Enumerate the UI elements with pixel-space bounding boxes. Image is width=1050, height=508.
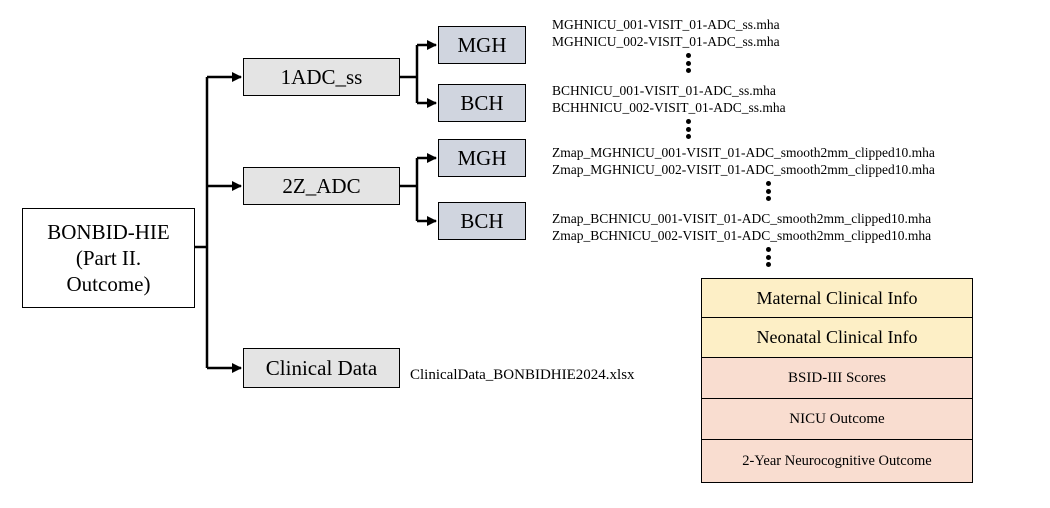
ellipsis-dots — [766, 247, 772, 270]
root-line-3: Outcome) — [66, 272, 151, 296]
root-node: BONBID-HIE (Part II. Outcome) — [22, 208, 195, 308]
z-adc-mgh-label: MGH — [457, 145, 507, 170]
bsid-scores-cell: BSID-III Scores — [701, 358, 973, 399]
adc-ss-mgh-label: MGH — [457, 32, 507, 57]
file-name: Zmap_MGHNICU_001-VISIT_01-ADC_smooth2mm_… — [552, 145, 935, 160]
clinical-data-file: ClinicalData_BONBIDHIE2024.xlsx — [410, 367, 635, 383]
ellipsis-dots — [686, 119, 692, 142]
ellipsis-dots — [686, 53, 692, 76]
z-adc-label: 2Z_ADC — [282, 173, 361, 198]
adc-ss-bch-label: BCH — [460, 90, 504, 115]
root-line-1: BONBID-HIE — [47, 220, 170, 244]
z-adc-node: 2Z_ADC — [243, 167, 400, 205]
file-name: MGHNICU_001-VISIT_01-ADC_ss.mha — [552, 17, 780, 32]
nicu-outcome-cell: NICU Outcome — [701, 399, 973, 440]
adc-ss-mgh-node: MGH — [438, 26, 526, 64]
file-name: BCHNICU_001-VISIT_01-ADC_ss.mha — [552, 83, 776, 98]
file-name: MGHNICU_002-VISIT_01-ADC_ss.mha — [552, 34, 780, 49]
adc-ss-node: 1ADC_ss — [243, 58, 400, 96]
z-adc-bch-node: BCH — [438, 202, 526, 240]
root-line-2: (Part II. — [75, 246, 142, 270]
maternal-info-cell: Maternal Clinical Info — [701, 278, 973, 318]
file-name: Zmap_BCHNICU_002-VISIT_01-ADC_smooth2mm_… — [552, 228, 932, 243]
two-year-outcome-cell: 2-Year Neurocognitive Outcome — [701, 440, 973, 483]
clinical-data-label: Clinical Data — [265, 355, 378, 380]
z-adc-bch-label: BCH — [460, 208, 504, 233]
file-name: BCHHNICU_002-VISIT_01-ADC_ss.mha — [552, 100, 786, 115]
adc-ss-bch-files: BCHNICU_001-VISIT_01-ADC_ss.mha BCHHNICU… — [552, 82, 786, 116]
z-adc-bch-files: Zmap_BCHNICU_001-VISIT_01-ADC_smooth2mm_… — [552, 210, 931, 244]
clinical-data-node: Clinical Data — [243, 348, 400, 388]
file-name: Zmap_BCHNICU_001-VISIT_01-ADC_smooth2mm_… — [552, 211, 932, 226]
z-adc-mgh-node: MGH — [438, 139, 526, 177]
z-adc-mgh-files: Zmap_MGHNICU_001-VISIT_01-ADC_smooth2mm_… — [552, 144, 935, 178]
adc-ss-mgh-files: MGHNICU_001-VISIT_01-ADC_ss.mha MGHNICU_… — [552, 16, 780, 50]
ellipsis-dots — [766, 181, 772, 204]
file-name: Zmap_MGHNICU_002-VISIT_01-ADC_smooth2mm_… — [552, 162, 935, 177]
clinical-info-table: Maternal Clinical Info Neonatal Clinical… — [701, 278, 973, 483]
adc-ss-bch-node: BCH — [438, 84, 526, 122]
adc-ss-label: 1ADC_ss — [280, 64, 363, 89]
neonatal-info-cell: Neonatal Clinical Info — [701, 318, 973, 358]
